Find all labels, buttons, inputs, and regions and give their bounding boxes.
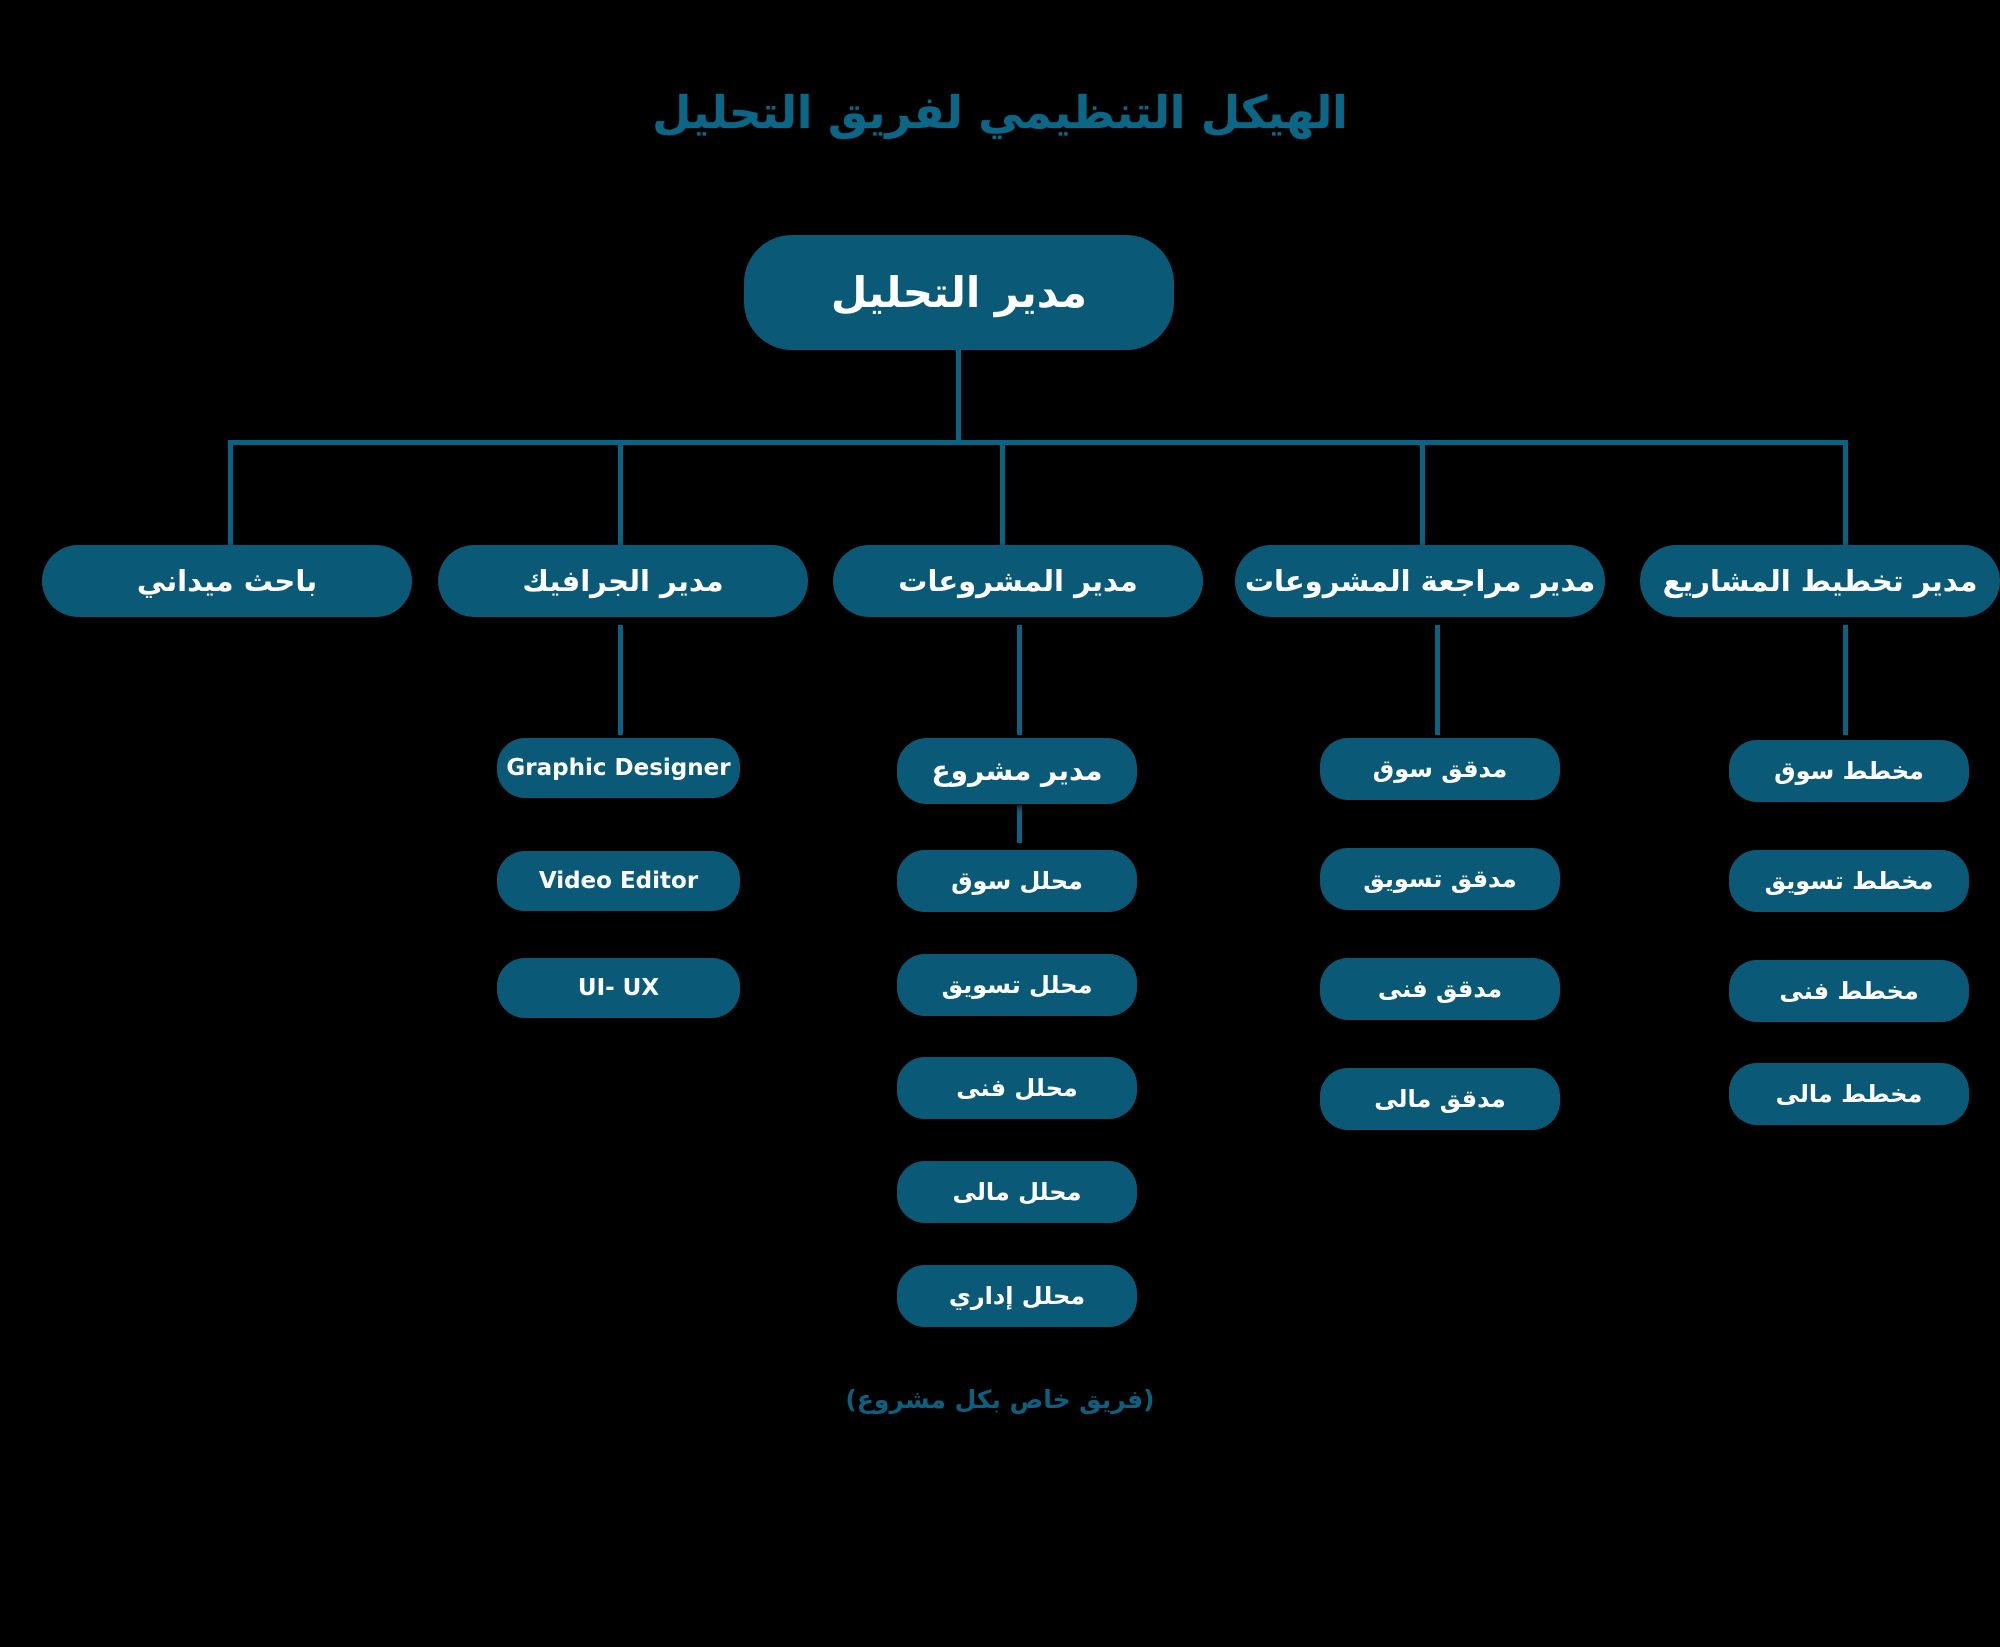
node-label: مخطط فنى — [1779, 977, 1919, 1005]
node-label: مخطط مالى — [1775, 1080, 1923, 1108]
node-projects-planning-manager[interactable]: مدير تخطيط المشاريع — [1640, 545, 2000, 617]
node-market-planner[interactable]: مخطط سوق — [1729, 740, 1969, 802]
node-label: محلل سوق — [951, 867, 1083, 895]
node-label: محلل تسويق — [941, 971, 1093, 999]
node-label: مدير مشروع — [931, 754, 1103, 787]
node-projects-review-manager[interactable]: مدير مراجعة المشروعات — [1235, 545, 1605, 617]
node-label: مدير تخطيط المشاريع — [1662, 563, 1978, 598]
node-root-analysis-manager[interactable]: مدير التحليل — [744, 235, 1174, 350]
node-financial-planner[interactable]: مخطط مالى — [1729, 1063, 1969, 1125]
connector-root-stem — [956, 350, 961, 440]
node-marketing-auditor[interactable]: مدقق تسويق — [1320, 848, 1560, 910]
connector-stem-project-lead-to-analysts — [1017, 805, 1022, 843]
node-market-auditor[interactable]: مدقق سوق — [1320, 738, 1560, 800]
node-label: مخطط سوق — [1774, 757, 1924, 785]
node-label: مدير التحليل — [830, 267, 1088, 317]
node-graphic-designer[interactable]: Graphic Designer — [497, 738, 740, 798]
connector-drop-graphics-manager — [618, 440, 623, 545]
node-label: مدقق مالى — [1374, 1085, 1506, 1113]
node-marketing-analyst[interactable]: محلل تسويق — [897, 954, 1137, 1016]
node-label: مدير الجرافيك — [522, 563, 724, 598]
node-project-manager[interactable]: مدير مشروع — [897, 738, 1137, 804]
node-market-analyst[interactable]: محلل سوق — [897, 850, 1137, 912]
page-title: الهيكل التنظيمي لفريق التحليل — [652, 86, 1348, 139]
node-graphics-manager[interactable]: مدير الجرافيك — [438, 545, 808, 617]
node-label: UI- UX — [577, 974, 660, 1001]
node-label: مدقق سوق — [1372, 755, 1508, 783]
node-label: مدقق فنى — [1377, 975, 1503, 1003]
node-label: مدير المشروعات — [898, 563, 1138, 598]
chart-footnote: (فريق خاص بكل مشروع) — [845, 1385, 1155, 1414]
node-technical-analyst[interactable]: محلل فنى — [897, 1057, 1137, 1119]
connector-stem-projects-children — [1017, 625, 1022, 735]
node-administrative-analyst[interactable]: محلل إداري — [897, 1265, 1137, 1327]
node-video-editor[interactable]: Video Editor — [497, 851, 740, 911]
connector-stem-graphics-children — [618, 625, 623, 735]
connector-drop-planning-manager — [1843, 440, 1848, 565]
node-financial-analyst[interactable]: محلل مالى — [897, 1161, 1137, 1223]
node-marketing-planner[interactable]: مخطط تسويق — [1729, 850, 1969, 912]
connector-drop-field-researcher — [228, 440, 233, 545]
connector-drop-review-manager — [1420, 440, 1425, 545]
node-financial-auditor[interactable]: مدقق مالى — [1320, 1068, 1560, 1130]
node-label: مدير مراجعة المشروعات — [1244, 563, 1596, 598]
connector-horizontal-bus — [228, 440, 1848, 445]
node-technical-auditor[interactable]: مدقق فنى — [1320, 958, 1560, 1020]
node-label: باحث ميداني — [136, 563, 318, 598]
node-label: محلل فنى — [956, 1074, 1078, 1102]
node-label: مخطط تسويق — [1764, 867, 1934, 895]
connector-stem-planning-children — [1843, 625, 1848, 735]
node-label: Video Editor — [538, 867, 699, 894]
connector-stem-review-children — [1435, 625, 1440, 735]
node-label: محلل مالى — [952, 1178, 1082, 1206]
node-label: مدقق تسويق — [1363, 865, 1517, 893]
node-projects-manager[interactable]: مدير المشروعات — [833, 545, 1203, 617]
node-label: Graphic Designer — [506, 754, 731, 781]
connector-drop-projects-manager — [1000, 440, 1005, 545]
node-label: محلل إداري — [948, 1282, 1086, 1310]
node-technical-planner[interactable]: مخطط فنى — [1729, 960, 1969, 1022]
node-ui-ux[interactable]: UI- UX — [497, 958, 740, 1018]
node-field-researcher[interactable]: باحث ميداني — [42, 545, 412, 617]
